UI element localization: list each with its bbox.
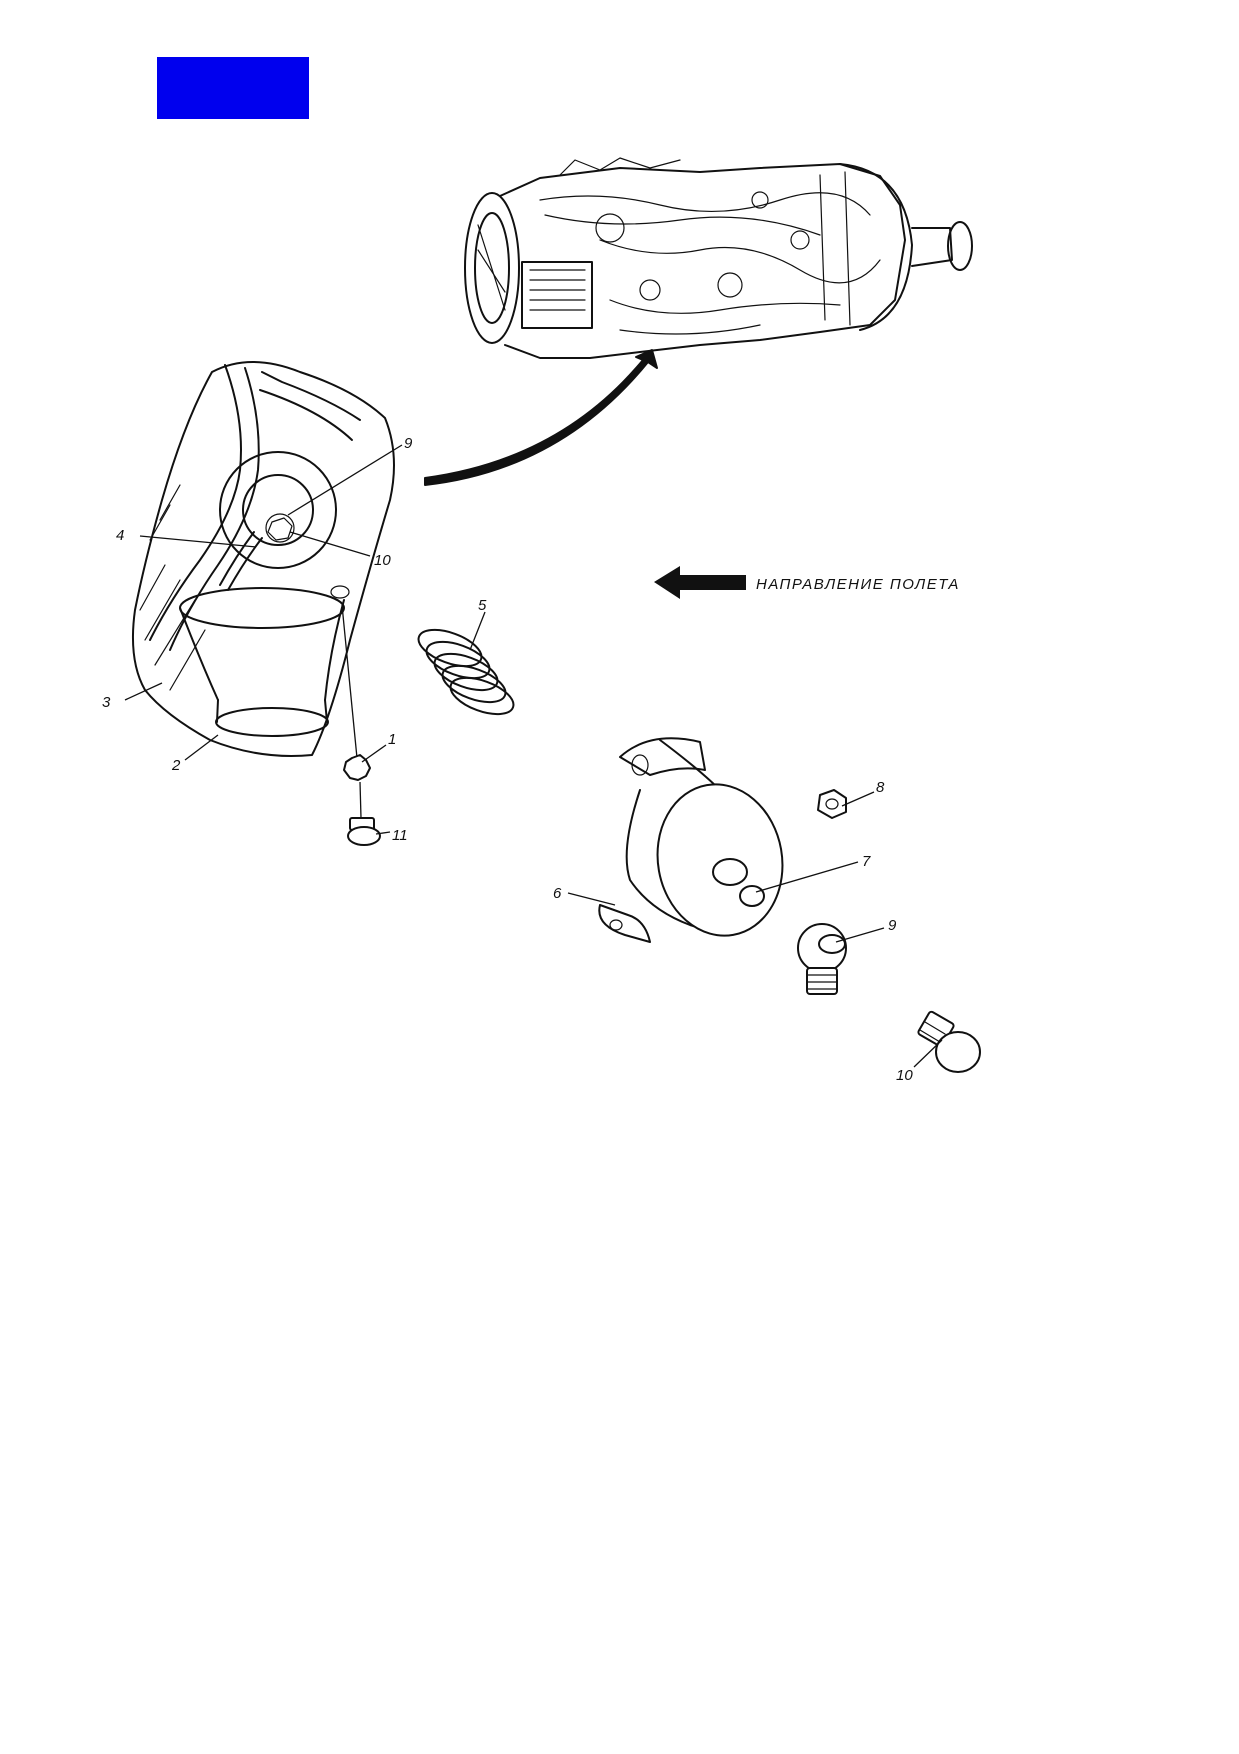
blue-header-block <box>157 57 309 119</box>
callout-2: 2 <box>171 757 181 774</box>
banjo-bolt-part <box>917 1010 981 1073</box>
callout-10-part: 10 <box>896 1067 913 1084</box>
plug-part <box>347 817 381 846</box>
engine-assembly-illustration <box>464 157 973 359</box>
spring-part <box>417 628 515 716</box>
callout-10-detail: 10 <box>374 552 391 569</box>
callout-4: 4 <box>116 527 124 544</box>
callout-3: 3 <box>102 694 111 711</box>
callout-7: 7 <box>862 853 871 870</box>
left-arrow-icon <box>654 566 746 599</box>
flight-direction-caption: НАПРАВЛЕНИЕ ПОЛЕТА <box>654 566 960 599</box>
filter-housing-part <box>598 737 784 943</box>
callout-9-detail: 9 <box>404 435 413 452</box>
callout-6: 6 <box>553 885 562 902</box>
banjo-fitting-part <box>797 923 847 995</box>
callout-5: 5 <box>478 597 487 614</box>
callout-9-part: 9 <box>888 917 897 934</box>
callout-11: 11 <box>392 827 408 844</box>
callout-8: 8 <box>876 779 885 796</box>
nut-part <box>817 789 847 819</box>
engine-detail-view <box>131 361 395 757</box>
flight-direction-label: НАПРАВЛЕНИЕ ПОЛЕТА <box>756 576 960 593</box>
pointer-arrow <box>424 349 658 486</box>
callout-1: 1 <box>388 731 396 748</box>
